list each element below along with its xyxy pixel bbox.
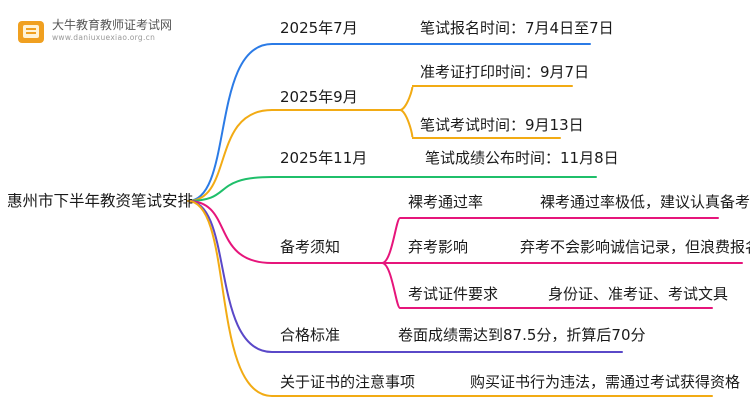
sub-id-requirements: 考试证件要求 — [408, 285, 499, 303]
branch-september: 2025年9月 — [280, 88, 358, 106]
branch-certificate-notes: 关于证书的注意事项 — [280, 373, 416, 391]
connector-lines — [187, 43, 743, 397]
site-logo: 大牛教育教师证考试网 www.daniuxuexiao.org.cn — [8, 8, 198, 48]
leaf-exam-time: 笔试考试时间：9月13日 — [420, 116, 584, 134]
leaf-admission-ticket-time: 准考证打印时间：9月7日 — [420, 63, 590, 81]
leaf-pass-rate: 裸考通过率极低，建议认真备考 — [540, 193, 750, 211]
branch-july: 2025年7月 — [280, 19, 358, 37]
root-topic: 惠州市下半年教资笔试安排 — [7, 192, 194, 210]
branch-november: 2025年11月 — [280, 149, 368, 167]
leaf-id-requirements: 身份证、准考证、考试文具 — [548, 285, 729, 303]
leaf-results-time: 笔试成绩公布时间：11月8日 — [425, 149, 619, 167]
connector-pass-rate — [381, 217, 719, 264]
connector-july — [187, 43, 591, 202]
connector-pass-standard — [187, 200, 623, 353]
leaf-registration-time: 笔试报名时间：7月4日至7日 — [420, 19, 614, 37]
book-logo-icon — [18, 21, 44, 43]
leaf-certificate-notes: 购买证书行为违法，需通过考试获得资格 — [470, 373, 741, 391]
branch-exam-notes: 备考须知 — [280, 238, 341, 256]
sub-absence-impact: 弃考影响 — [408, 238, 469, 256]
leaf-absence-impact: 弃考不会影响诚信记录，但浪费报名费 — [520, 238, 750, 256]
leaf-pass-standard: 卷面成绩需达到87.5分，折算后70分 — [398, 326, 646, 344]
connector-exam-notes — [187, 200, 383, 264]
connector-exam-time — [399, 109, 561, 139]
connector-september — [187, 109, 401, 202]
connector-certificate-notes — [187, 200, 713, 397]
logo-site-url: www.daniuxuexiao.org.cn — [52, 33, 156, 42]
logo-site-name: 大牛教育教师证考试网 — [52, 18, 173, 32]
connector-id-requirements — [381, 262, 713, 309]
branch-pass-standard: 合格标准 — [280, 326, 341, 344]
connector-admission-ticket — [399, 85, 573, 111]
sub-pass-rate: 裸考通过率 — [408, 193, 484, 211]
connector-november — [187, 176, 597, 202]
